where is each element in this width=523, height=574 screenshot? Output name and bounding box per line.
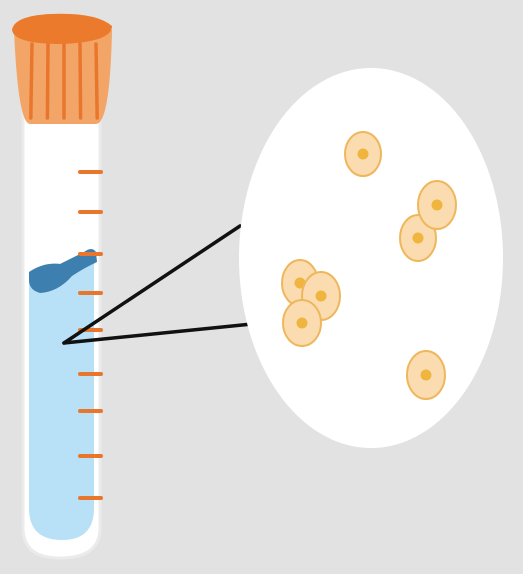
cell-icon <box>407 351 445 399</box>
cap-stripe <box>80 44 81 118</box>
tube-cap <box>12 14 112 124</box>
cell-nucleus <box>432 200 443 211</box>
cell-icon <box>418 181 456 229</box>
cell-nucleus <box>316 291 327 302</box>
magnifier-circle-icon <box>239 68 503 448</box>
cell-nucleus <box>421 370 432 381</box>
cell-nucleus <box>358 149 369 160</box>
cap-stripe <box>96 44 97 118</box>
cell-nucleus <box>413 233 424 244</box>
cell-icon <box>283 300 321 346</box>
cell-nucleus <box>297 318 308 329</box>
cap-stripe <box>47 44 48 118</box>
cap-stripe <box>31 44 32 118</box>
cell-icon <box>345 132 381 176</box>
test-tube-icon <box>12 14 112 558</box>
